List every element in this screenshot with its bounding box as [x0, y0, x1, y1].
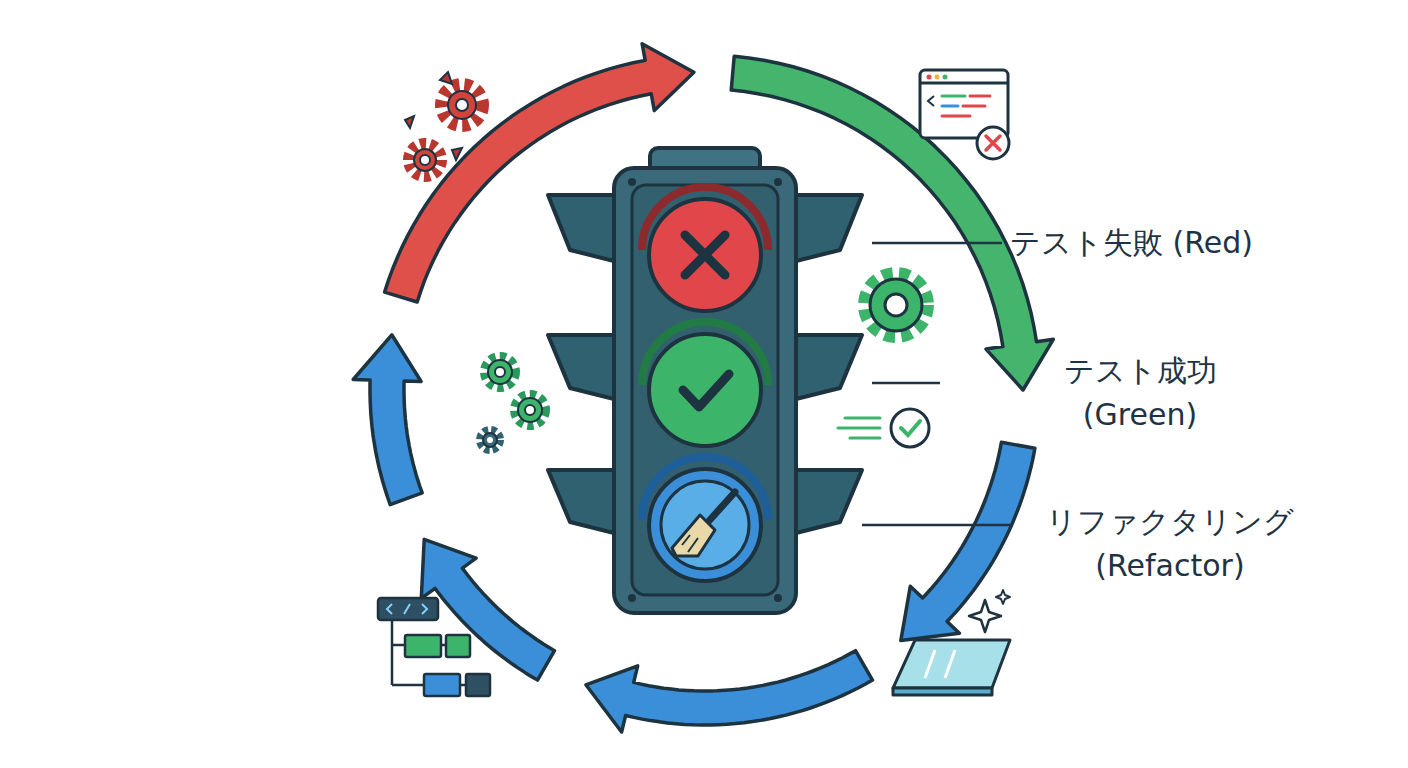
stage-label: リファクタリング (Refactor): [1012, 500, 1328, 587]
clean-glass-icon: [893, 590, 1010, 695]
gear-icon: [866, 275, 926, 335]
code-structure-icon: [378, 598, 490, 696]
cycle-arrow: [421, 539, 554, 680]
cycle-arrow: [901, 442, 1035, 640]
small-gears-icon: [480, 357, 545, 450]
cycle-arrows: [353, 44, 1053, 732]
leader-lines: [862, 243, 1012, 525]
cycle-arrow: [586, 651, 873, 732]
traffic-light: [548, 148, 862, 613]
cycle-arrow: [353, 335, 422, 505]
code-window-icon: [920, 70, 1009, 159]
stage-label: テスト失敗 (Red): [1010, 221, 1253, 265]
stage-label: テスト成功 (Green): [1040, 349, 1240, 436]
success-check-icon: [838, 409, 929, 447]
broken-gears-icon: [405, 72, 482, 176]
